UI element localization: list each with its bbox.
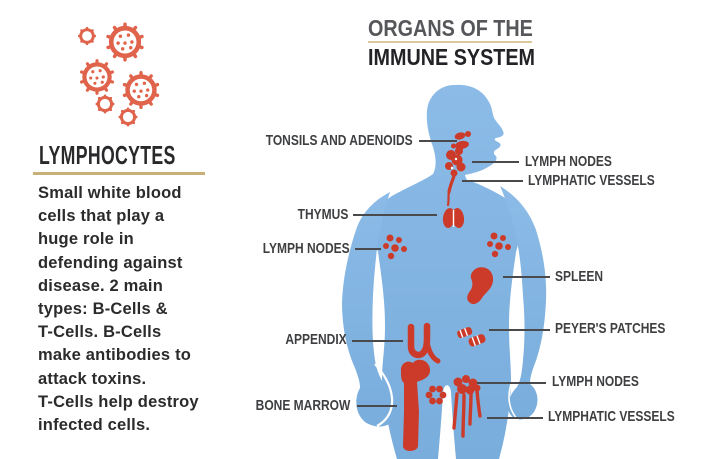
bone-marrow-cells-organ: [425, 385, 447, 405]
armpit-lymph-nodes-left-organ: [383, 234, 407, 260]
armpit-lymph-nodes-right-organ: [487, 232, 511, 258]
body-right-arm-path: [500, 186, 547, 420]
heading-underline: [33, 172, 205, 175]
body-left-arm-path: [342, 192, 397, 427]
organs-group: [383, 131, 511, 451]
leader-line-tonsils: [419, 140, 457, 142]
leader-line-thymus: [353, 214, 437, 216]
human-body-silhouette: [342, 84, 547, 459]
leader-line-spleen: [503, 276, 550, 278]
leader-line-lymph-nodes-armpits: [355, 248, 381, 250]
leader-line-appendix: [352, 340, 403, 342]
peyers-patches-organ: [457, 327, 486, 347]
label-lymph-nodes-armpits: LYMPH NODES: [263, 240, 350, 257]
label-tonsils-and-adenoids: TONSILS AND ADENOIDS: [266, 132, 413, 149]
appendix-organ: [407, 322, 441, 364]
leader-line-peyers-patches: [489, 329, 550, 331]
neck-lymph-nodes-organ: [445, 147, 466, 177]
leader-line-bone-marrow: [357, 405, 397, 407]
label-lymphatic-vessels-groin: LYMPHATIC VESSELS: [548, 408, 675, 425]
page-title-line1: ORGANS OF THE: [368, 15, 533, 41]
label-thymus: THYMUS: [297, 206, 348, 223]
spleen-organ: [467, 267, 494, 305]
thymus-organ: [442, 208, 465, 228]
neck-lymphatic-vessel-organ: [446, 174, 456, 207]
leader-line-lymphatic-vessels-groin: [487, 417, 543, 419]
label-appendix: APPENDIX: [285, 331, 347, 348]
groin-lymph-organ: [452, 375, 482, 438]
label-peyers-patches: PEYER'S PATCHES: [555, 320, 666, 337]
lymphocytes-heading: LYMPHOCYTES: [39, 140, 176, 170]
bone-marrow-organ: [400, 359, 431, 451]
leader-line-lymphatic-vessels-neck: [462, 180, 523, 182]
label-bone-marrow: BONE MARROW: [255, 397, 350, 414]
label-lymph-nodes-groin: LYMPH NODES: [552, 373, 639, 390]
label-lymphatic-vessels-neck: LYMPHATIC VESSELS: [528, 172, 655, 189]
leader-line-lymph-nodes-neck: [472, 161, 519, 163]
leader-line-lymph-nodes-groin: [477, 382, 546, 384]
lymphocytes-description: Small white blood cells that play a huge…: [38, 184, 199, 435]
label-lymph-nodes-neck: LYMPH NODES: [525, 153, 612, 170]
page-title-line2: IMMUNE SYSTEM: [368, 44, 536, 70]
virus-cells-icon: [76, 13, 190, 128]
label-spleen: SPLEEN: [555, 268, 604, 285]
title-underline: [368, 41, 532, 43]
page-title: ORGANS OF THE IMMUNE SYSTEM: [368, 16, 562, 69]
left-hand-gap: [374, 363, 394, 427]
